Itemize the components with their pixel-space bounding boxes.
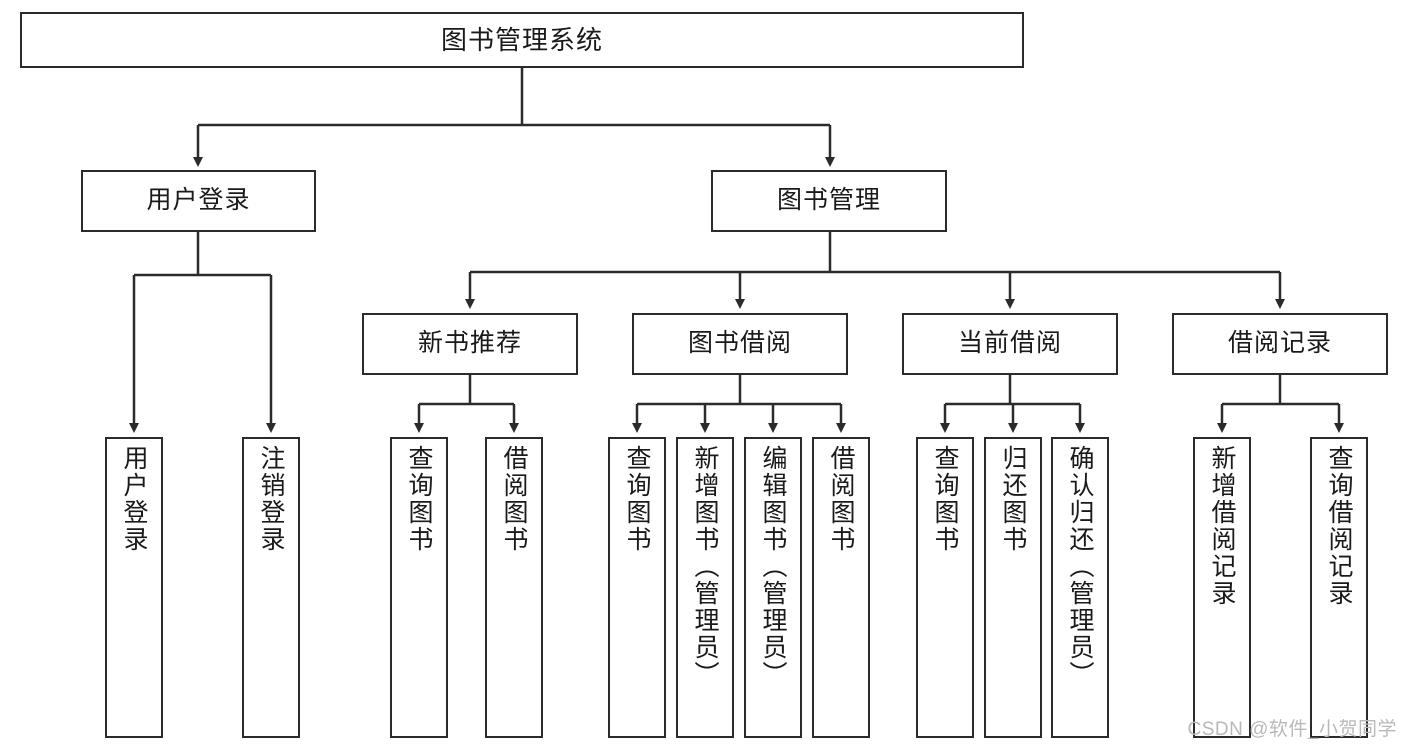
watermark: CSDN @软件_小贺同学	[1187, 719, 1397, 740]
node-user-login[interactable]: 用户登录	[81, 170, 316, 232]
node-label: 查询借阅记录	[1325, 445, 1353, 607]
node-label: 用户登录	[146, 186, 251, 215]
node-book-borrow[interactable]: 图书借阅	[632, 313, 848, 375]
node-label: 归还图书	[999, 445, 1027, 553]
leaf-add-book[interactable]: 新增图书（管理员）	[676, 437, 734, 738]
leaf-query-borrow-record[interactable]: 查询借阅记录	[1310, 437, 1368, 738]
node-label: 确认归还（管理员）	[1066, 445, 1094, 688]
node-label: 查询图书	[623, 445, 651, 553]
node-label: 借阅图书	[500, 445, 528, 553]
leaf-query-book-recommend[interactable]: 查询图书	[390, 437, 448, 738]
leaf-confirm-return[interactable]: 确认归还（管理员）	[1051, 437, 1109, 738]
node-borrow-record[interactable]: 借阅记录	[1172, 313, 1388, 375]
node-label: 用户登录	[120, 445, 148, 553]
node-label: 查询图书	[931, 445, 959, 553]
node-label: 注销登录	[257, 445, 285, 553]
node-label: 新增图书（管理员）	[691, 445, 719, 688]
node-label: 查询图书	[405, 445, 433, 553]
node-label: 借阅图书	[827, 445, 855, 553]
node-label: 新书推荐	[417, 329, 522, 358]
leaf-borrow-book-recommend[interactable]: 借阅图书	[485, 437, 543, 738]
node-label: 借阅记录	[1227, 329, 1332, 358]
node-label: 图书管理系统	[440, 24, 603, 55]
leaf-add-borrow-record[interactable]: 新增借阅记录	[1193, 437, 1251, 738]
node-label: 当前借阅	[957, 329, 1062, 358]
leaf-borrow-book[interactable]: 借阅图书	[812, 437, 870, 738]
leaf-logout-login[interactable]: 注销登录	[242, 437, 300, 738]
node-label: 图书管理	[776, 186, 881, 215]
node-label: 编辑图书（管理员）	[759, 445, 787, 688]
leaf-query-book-current[interactable]: 查询图书	[916, 437, 974, 738]
node-root-book-management-system[interactable]: 图书管理系统	[20, 12, 1024, 68]
leaf-return-book[interactable]: 归还图书	[984, 437, 1042, 738]
leaf-user-login[interactable]: 用户登录	[105, 437, 163, 738]
node-label: 图书借阅	[687, 329, 792, 358]
leaf-query-book-borrow[interactable]: 查询图书	[608, 437, 666, 738]
node-label: 新增借阅记录	[1208, 445, 1236, 607]
node-book-management[interactable]: 图书管理	[711, 170, 947, 232]
node-current-borrow[interactable]: 当前借阅	[902, 313, 1118, 375]
node-new-book-recommend[interactable]: 新书推荐	[362, 313, 578, 375]
leaf-edit-book[interactable]: 编辑图书（管理员）	[744, 437, 802, 738]
